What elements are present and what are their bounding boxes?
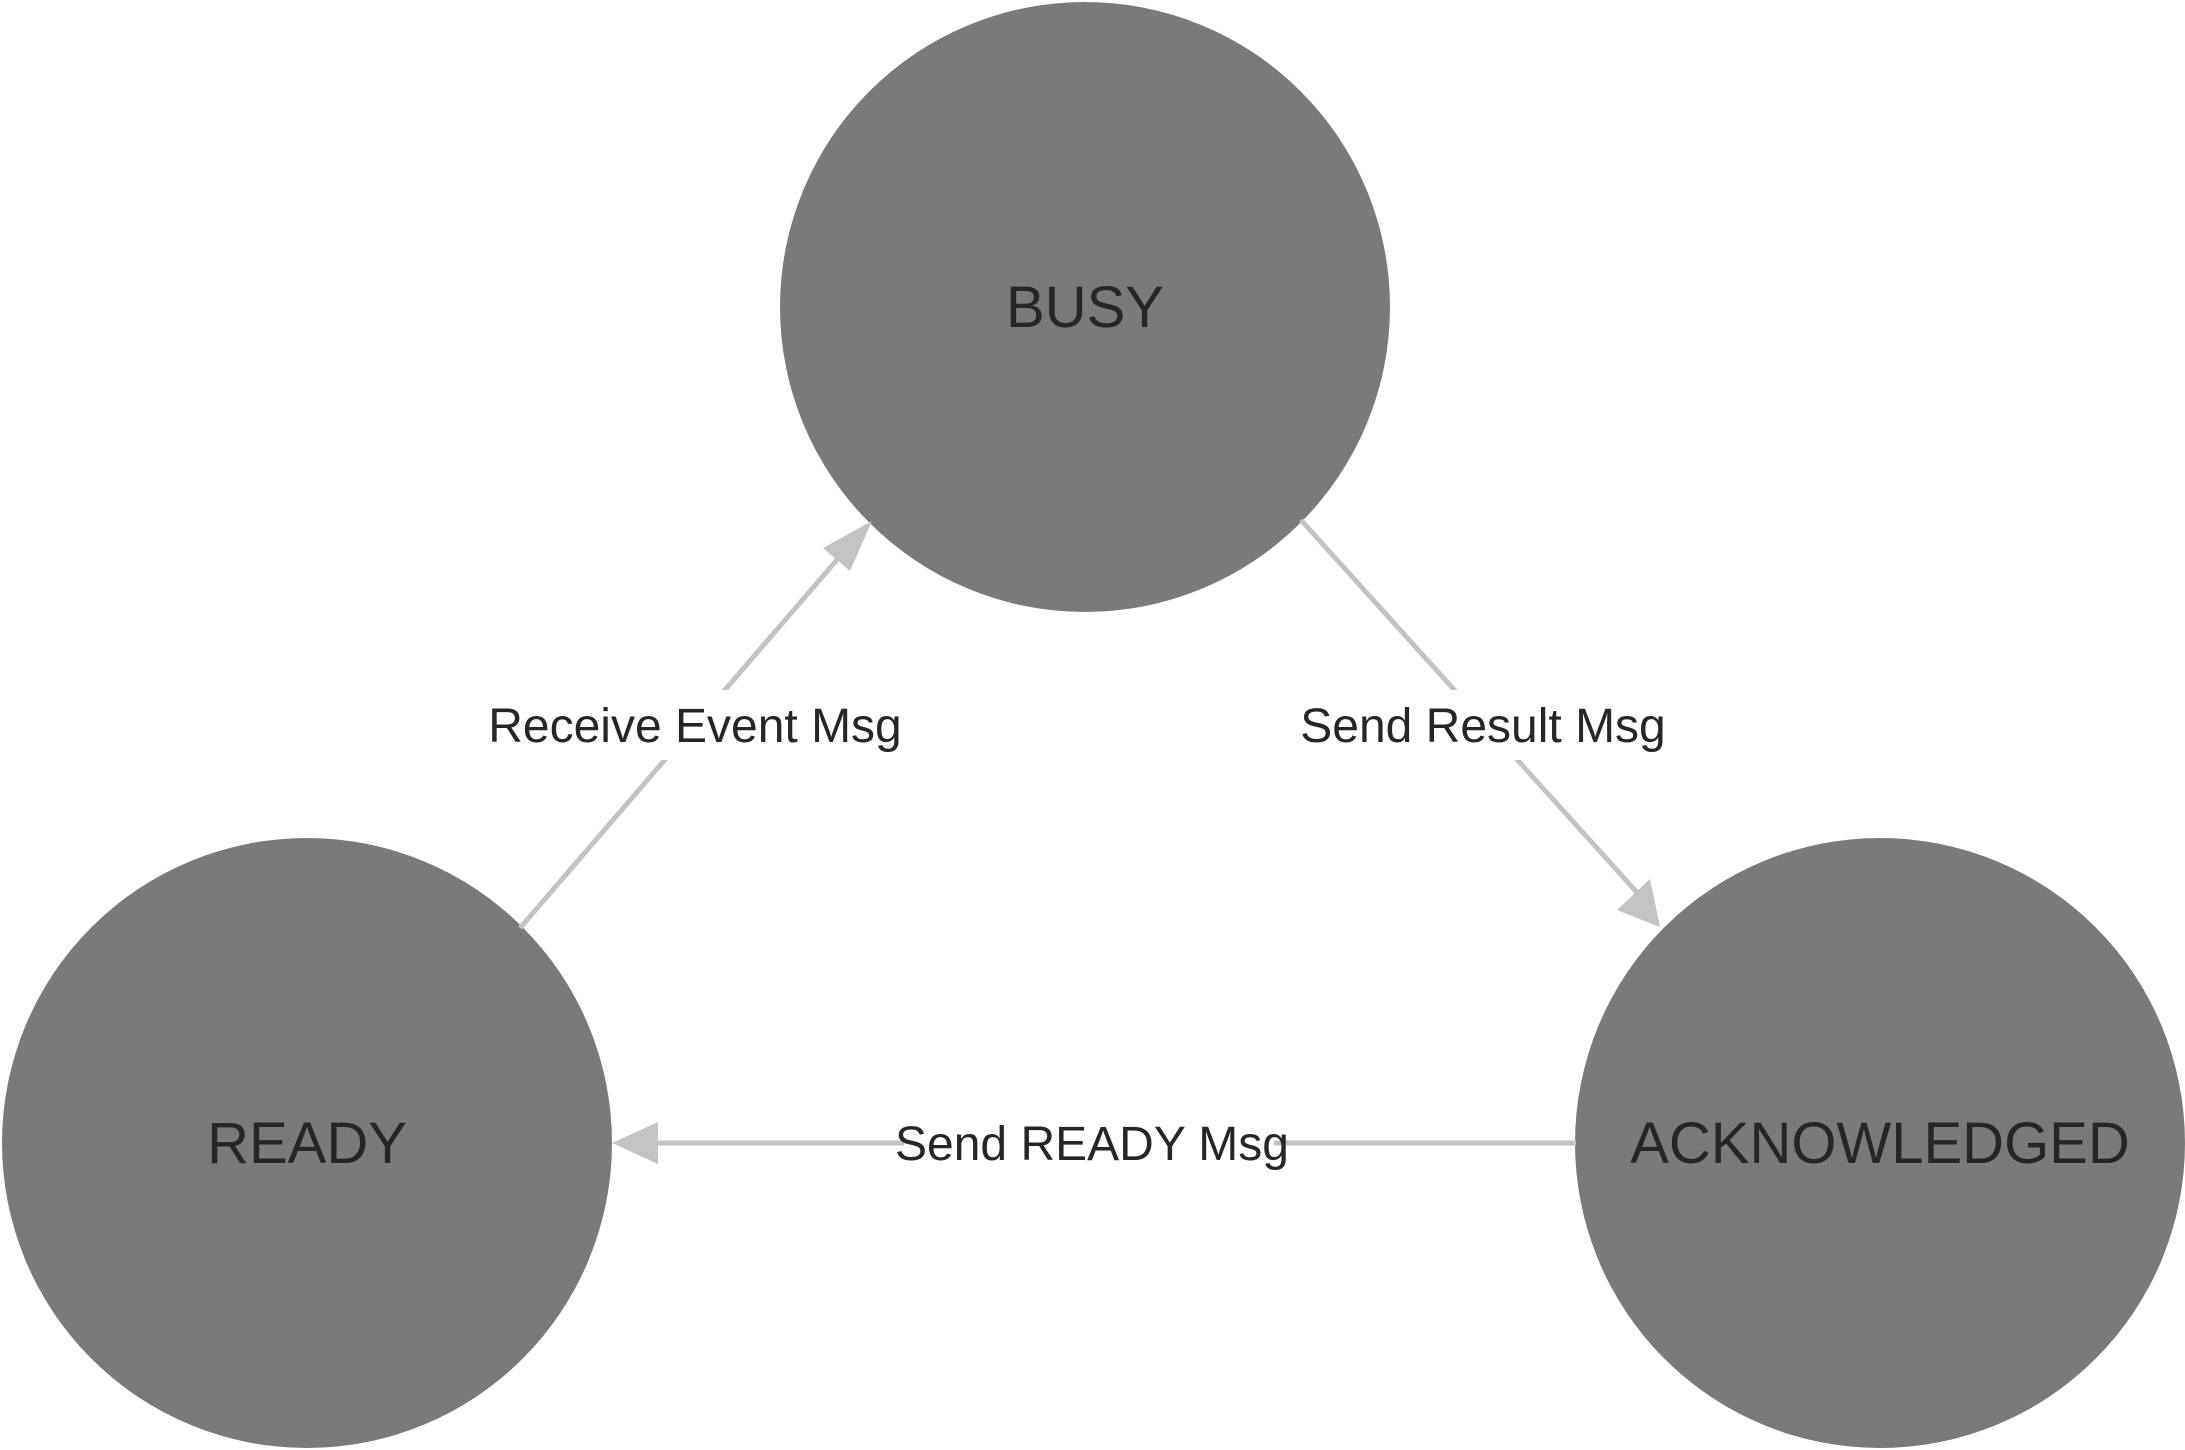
edge-ready-to-busy: Receive Event Msg xyxy=(485,521,905,930)
node-busy-circle xyxy=(780,2,1390,612)
node-busy: BUSY xyxy=(780,2,1390,612)
edge-ready-to-busy-label-bg xyxy=(485,690,905,760)
edge-acknowledged-to-ready: Send READY Msg xyxy=(612,1110,1576,1176)
edge-ready-to-busy-label: Receive Event Msg xyxy=(488,700,902,753)
node-ready: READY xyxy=(2,838,612,1448)
edge-busy-to-acknowledged: Send Result Msg xyxy=(1298,518,1668,927)
edge-acknowledged-to-ready-label: Send READY Msg xyxy=(895,1118,1289,1171)
node-acknowledged-label: ACKNOWLEDGED xyxy=(1630,1111,2130,1176)
node-ready-label: READY xyxy=(207,1111,407,1176)
edge-acknowledged-to-ready-arrowhead xyxy=(612,1122,658,1164)
node-ready-circle xyxy=(2,838,612,1448)
node-busy-label: BUSY xyxy=(1006,275,1164,340)
node-acknowledged-circle xyxy=(1575,838,2185,1448)
edge-busy-to-acknowledged-label-bg xyxy=(1298,690,1668,760)
edge-busy-to-acknowledged-arrowhead xyxy=(1617,879,1660,927)
edge-busy-to-acknowledged-label: Send Result Msg xyxy=(1300,700,1666,753)
edge-ready-to-busy-arrowhead xyxy=(823,521,872,571)
node-acknowledged: ACKNOWLEDGED xyxy=(1575,838,2185,1448)
edge-acknowledged-to-ready-label-bg xyxy=(904,1110,1274,1176)
